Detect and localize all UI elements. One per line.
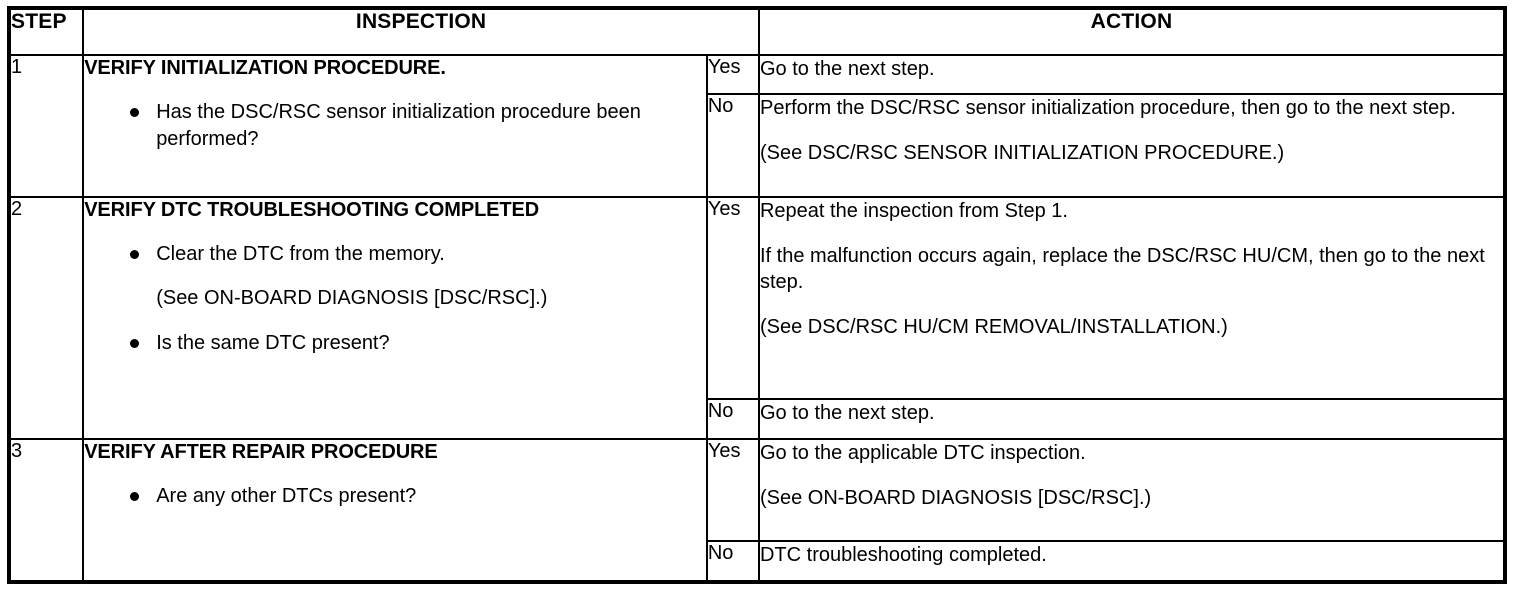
table-row: 3 VERIFY AFTER REPAIR PROCEDURE Are any …: [7, 437, 1507, 584]
table-row: 2 VERIFY DTC TROUBLESHOOTING COMPLETED C…: [7, 195, 1507, 440]
action-paragraph: Go to the applicable DTC inspection.: [759, 441, 1086, 464]
table-header: STEP INSPECTION ACTION: [7, 7, 1507, 56]
branch-label-no: No: [705, 398, 760, 440]
list-item: Are any other DTCs present?: [84, 483, 706, 510]
branch-label-yes: Yes: [705, 437, 760, 543]
list-item-label: (See ON-BOARD DIAGNOSIS [DSC/RSC].): [156, 286, 548, 309]
list-item-label: Are any other DTCs present?: [156, 484, 417, 507]
table-row: No Perform the DSC/RSC sensor initializa…: [9, 93, 1507, 198]
step-number: 1: [7, 54, 85, 198]
step-number: 2: [7, 195, 85, 440]
action-reference: (See DSC/RSC HU/CM REMOVAL/INSTALLATION.…: [759, 315, 1228, 338]
action-paragraph: DTC troubleshooting completed.: [759, 544, 1047, 567]
action-cell-yes: Go to the applicable DTC inspection. (Se…: [757, 437, 1507, 543]
bullet-icon: [130, 249, 140, 259]
inspection-item-list: Clear the DTC from the memory. (See ON-B…: [84, 241, 706, 357]
inspection-item-list: Has the DSC/RSC sensor initialization pr…: [84, 99, 706, 153]
inspection-cell: VERIFY INITIALIZATION PROCEDURE. Has the…: [82, 54, 708, 198]
action-paragraph: Go to the next step.: [759, 58, 935, 80]
inspection-item-list: Are any other DTCs present?: [84, 483, 706, 510]
step-number: 3: [7, 437, 85, 584]
action-cell-no: DTC troubleshooting completed.: [757, 540, 1507, 583]
list-item-label: Is the same DTC present?: [156, 331, 390, 354]
action-cell-yes: Repeat the inspection from Step 1. If th…: [757, 195, 1507, 401]
inspection-cell: VERIFY DTC TROUBLESHOOTING COMPLETED Cle…: [82, 195, 708, 440]
column-header-inspection: INSPECTION: [82, 7, 760, 56]
table-row: No Go to the next step.: [9, 398, 1507, 440]
list-item: Clear the DTC from the memory.: [84, 241, 706, 268]
branch-label-no: No: [705, 93, 760, 198]
branch-label-yes: Yes: [705, 53, 760, 96]
action-paragraph: If the malfunction occurs again, replace…: [759, 244, 1485, 293]
list-item-note: (See ON-BOARD DIAGNOSIS [DSC/RSC].): [84, 285, 706, 312]
inspection-title: VERIFY AFTER REPAIR PROCEDURE: [84, 440, 438, 463]
action-paragraph: Repeat the inspection from Step 1.: [759, 199, 1068, 222]
action-cell-yes: Go to the next step.: [757, 53, 1507, 96]
inspection-title: VERIFY DTC TROUBLESHOOTING COMPLETED: [84, 198, 540, 221]
list-item: Is the same DTC present?: [84, 330, 706, 357]
action-cell-no: Go to the next step.: [757, 398, 1507, 440]
dtc-troubleshooting-table: STEP INSPECTION ACTION 1 VERIFY INITIALI…: [7, 6, 1507, 584]
action-paragraph: Perform the DSC/RSC sensor initializatio…: [759, 97, 1456, 120]
column-header-action: ACTION: [757, 7, 1507, 56]
bullet-icon: [130, 108, 140, 117]
table-row: No DTC troubleshooting completed.: [9, 540, 1507, 583]
list-item-label: Clear the DTC from the memory.: [156, 242, 445, 265]
column-header-step: STEP: [7, 7, 85, 56]
action-reference: (See ON-BOARD DIAGNOSIS [DSC/RSC].): [759, 486, 1152, 509]
bullet-icon: [130, 491, 140, 501]
inspection-title: VERIFY INITIALIZATION PROCEDURE.: [84, 57, 446, 79]
bullet-icon: [130, 338, 140, 348]
inspection-cell: VERIFY AFTER REPAIR PROCEDURE Are any ot…: [82, 437, 708, 584]
table-row: 1 VERIFY INITIALIZATION PROCEDURE. Has t…: [7, 53, 1507, 198]
branch-label-yes: Yes: [705, 195, 760, 401]
list-item-label: Has the DSC/RSC sensor initialization pr…: [156, 101, 641, 150]
list-item: Has the DSC/RSC sensor initialization pr…: [84, 99, 706, 153]
branch-label-no: No: [705, 540, 760, 583]
table-body: 1 VERIFY INITIALIZATION PROCEDURE. Has t…: [7, 53, 1507, 584]
action-reference: (See DSC/RSC SENSOR INITIALIZATION PROCE…: [759, 142, 1285, 165]
action-paragraph: Go to the next step.: [759, 402, 935, 425]
header-row: STEP INSPECTION ACTION: [7, 7, 1507, 56]
action-cell-no: Perform the DSC/RSC sensor initializatio…: [757, 93, 1507, 198]
